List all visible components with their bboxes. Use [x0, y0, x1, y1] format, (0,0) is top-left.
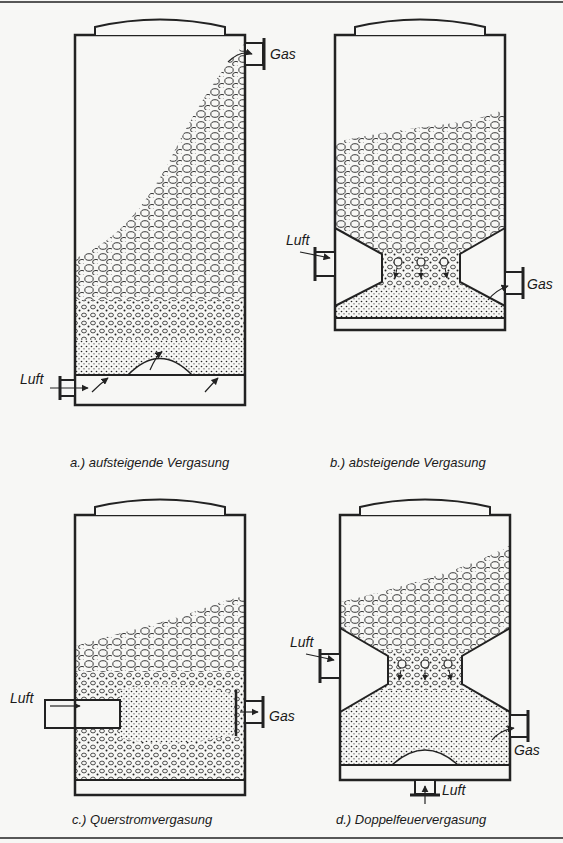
gasifier-b — [300, 20, 523, 331]
caption: d.) Doppelfeuervergasung — [336, 812, 486, 828]
air-label: Luft — [290, 634, 313, 650]
air-label: Luft — [20, 371, 43, 387]
caption: a.) aufsteigende Vergasung — [70, 455, 229, 471]
air-label: Luft — [10, 690, 33, 706]
air-label: Luft — [442, 782, 465, 798]
gasifier-d — [306, 500, 528, 805]
caption: c.) Querstromvergasung — [72, 812, 212, 828]
gas-label: Gas — [269, 708, 295, 724]
caption: b.) absteigende Vergasung — [330, 455, 486, 471]
gasifier-a — [50, 20, 264, 406]
gasifier-c — [45, 500, 263, 796]
gas-label: Gas — [527, 276, 553, 292]
air-label: Luft — [286, 232, 309, 248]
gas-label: Gas — [270, 46, 296, 62]
gas-label: Gas — [514, 742, 540, 758]
